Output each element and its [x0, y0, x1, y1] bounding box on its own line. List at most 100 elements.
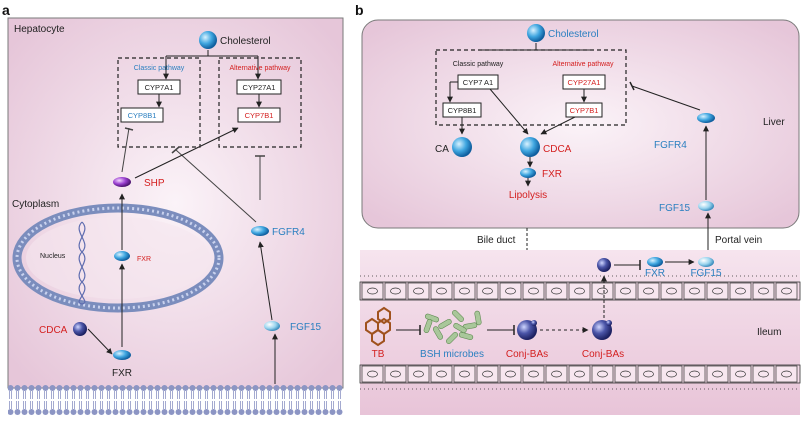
cell-nucleus [482, 370, 493, 378]
hepatocyte-label: Hepatocyte [14, 24, 65, 35]
enterocyte-upper [591, 282, 614, 300]
cell-nucleus [574, 287, 585, 295]
cdca-label-a: CDCA [39, 325, 68, 336]
cholesterol-label-a: Cholesterol [220, 36, 271, 47]
enterocyte-lower [568, 365, 591, 383]
cell-nucleus [781, 287, 792, 295]
cell-nucleus [689, 287, 700, 295]
cyp27a1-label-b: CYP27A1 [568, 78, 601, 87]
classic-pathway-label-b: Classic pathway [453, 61, 504, 68]
cell-nucleus [528, 370, 539, 378]
cell-nucleus [413, 287, 424, 295]
cytoplasm-label: Cytoplasm [12, 199, 59, 210]
alternative-pathway-label-b: Alternative pathway [552, 61, 614, 68]
fgf15-liver-label: FGF15 [659, 203, 691, 214]
cell-nucleus [436, 370, 447, 378]
microbe-rod [452, 310, 464, 322]
conj-bas-label-2: Conj-BAs [582, 349, 624, 360]
cdca-label-b: CDCA [543, 144, 572, 155]
liver-compartment [361, 19, 800, 229]
bsh-microbes-label: BSH microbes [420, 349, 484, 360]
enterocyte-lower [752, 365, 775, 383]
enterocyte-upper [568, 282, 591, 300]
cell-nucleus [689, 370, 700, 378]
cell-nucleus [574, 370, 585, 378]
enterocyte-upper [384, 282, 407, 300]
enterocyte-lower [361, 365, 384, 383]
enterocyte-lower [775, 365, 798, 383]
enterocyte-lower [591, 365, 614, 383]
fxr-liver-molecule [520, 168, 536, 178]
cell-nucleus [597, 370, 608, 378]
cell-nucleus [528, 287, 539, 295]
cell-nucleus [505, 370, 516, 378]
enterocyte-upper [499, 282, 522, 300]
lipolysis-label: Lipolysis [509, 190, 547, 201]
fxr-nuclear-molecule [114, 251, 130, 261]
enterocyte-lower [729, 365, 752, 383]
cell-nucleus [390, 287, 401, 295]
enterocyte-lower [476, 365, 499, 383]
shp-molecule [113, 177, 131, 187]
cyp7b1-box-a [237, 107, 281, 123]
cell-nucleus [620, 287, 631, 295]
cell-nucleus [459, 287, 470, 295]
fgf15-gut-molecule [698, 257, 714, 267]
cholesterol-label-b: Cholesterol [548, 29, 599, 40]
dna-helix-icon [78, 221, 86, 305]
cell-nucleus [620, 370, 631, 378]
cyp8b1-box-a [120, 107, 164, 123]
fgfr4-molecule-a [251, 226, 269, 236]
fgfr4-label-b: FGFR4 [654, 140, 687, 151]
cyp7a1-label-b: CYP7 A1 [463, 78, 493, 87]
fxr-gut-molecule [647, 257, 663, 267]
enterocyte-lower [683, 365, 706, 383]
enterocyte-upper [775, 282, 798, 300]
cell-nucleus [551, 370, 562, 378]
cell-nucleus [413, 370, 424, 378]
enterocyte-upper [430, 282, 453, 300]
fgf15-label-a: FGF15 [290, 322, 322, 333]
enterocyte-lower [545, 365, 568, 383]
enterocyte-lower [660, 365, 683, 383]
fxr-cytoplasm-label: FXR [112, 368, 132, 379]
ileum-label: Ileum [757, 327, 781, 338]
microbe-rod [458, 332, 474, 340]
enterocyte-upper [545, 282, 568, 300]
nucleus-label: Nucleus [40, 253, 66, 260]
enterocyte-upper [361, 282, 384, 300]
classic-pathway-box-a [117, 57, 201, 148]
enterocyte-upper [407, 282, 430, 300]
cell-nucleus [597, 287, 608, 295]
panel-b-letter: b [355, 2, 364, 18]
panel-a: a Hepatocyte Cholesterol Classic pathway… [2, 2, 344, 417]
cyp27a1-label-a: CYP27A1 [243, 83, 276, 92]
cyp7b1-box-b [565, 102, 603, 118]
enterocyte-lower [384, 365, 407, 383]
enterocyte-lower [407, 365, 430, 383]
cell-nucleus [367, 370, 378, 378]
ileum-compartment [360, 250, 800, 415]
cell-nucleus [390, 370, 401, 378]
fxr-nuclear-label: FXR [137, 256, 151, 263]
microbe-rod [423, 318, 433, 334]
cell-nucleus [436, 287, 447, 295]
microbe-rod [474, 310, 482, 326]
fxr-cytoplasm-molecule [113, 350, 131, 360]
cell-nucleus [758, 370, 769, 378]
enterocyte-lower [706, 365, 729, 383]
cell-nucleus [666, 370, 677, 378]
fgf15-liver-molecule [698, 201, 714, 211]
enterocyte-lower [453, 365, 476, 383]
enterocyte-lower [430, 365, 453, 383]
enterocyte-upper [522, 282, 545, 300]
cyp7b1-label-b: CYP7B1 [570, 106, 599, 115]
enterocyte-upper [660, 282, 683, 300]
ca-molecule [452, 137, 472, 157]
enterocyte-upper [453, 282, 476, 300]
alternative-pathway-box-a [218, 57, 302, 148]
enterocyte-lower [522, 365, 545, 383]
enterocyte-lower [499, 365, 522, 383]
fgfr4-label-a: FGFR4 [272, 227, 305, 238]
cell-nucleus [666, 287, 677, 295]
